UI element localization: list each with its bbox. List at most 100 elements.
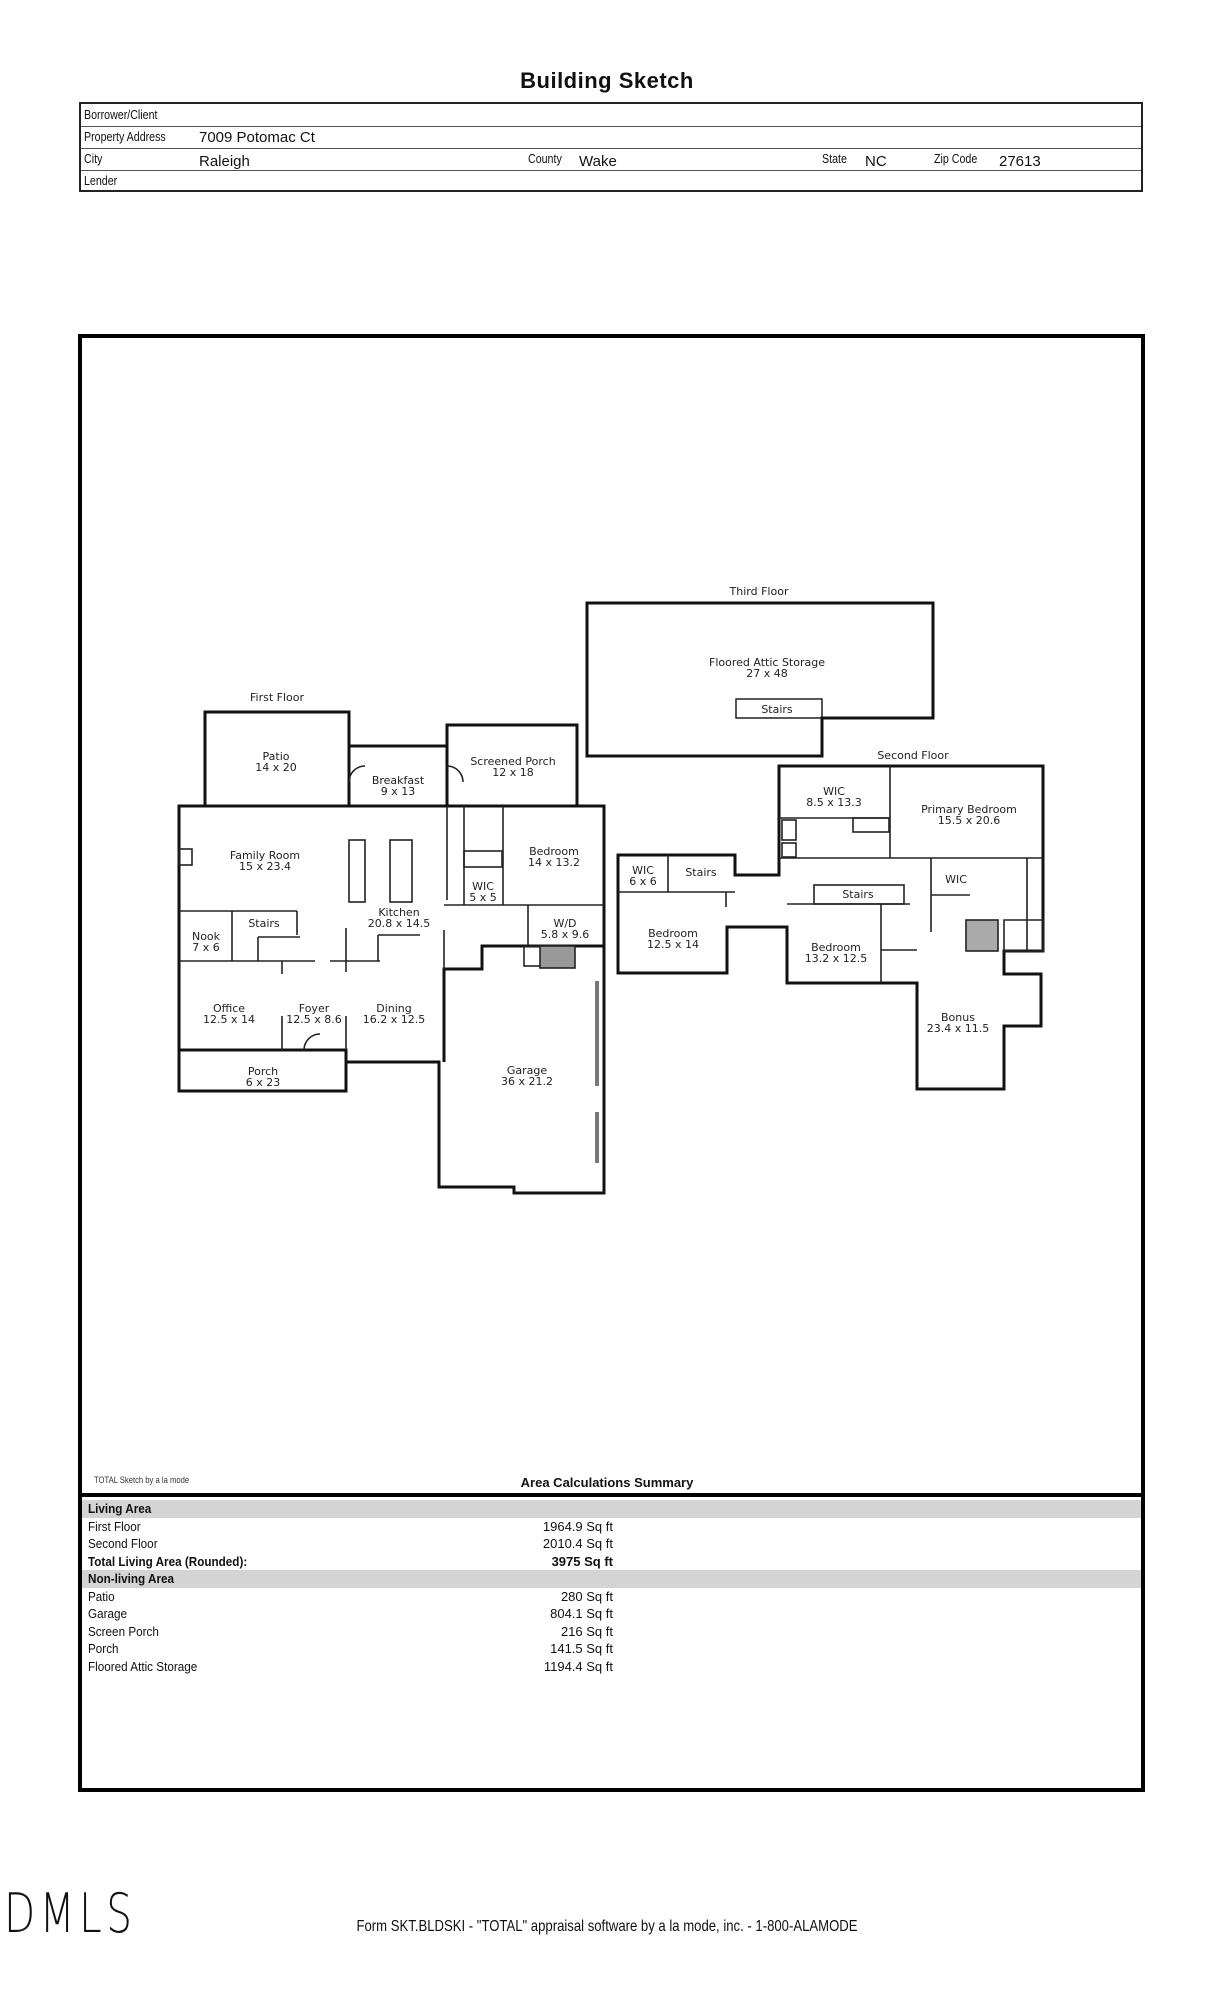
- room-dims: 12 x 18: [492, 766, 534, 779]
- zip-value: 27613: [999, 153, 1041, 170]
- area-value: 804.1 Sq ft: [550, 1606, 613, 1621]
- room-name: Stairs: [842, 888, 874, 901]
- room-dims: 6 x 23: [245, 1076, 281, 1089]
- living-area-header: Living Area: [82, 1500, 1141, 1518]
- address-value: 7009 Potomac Ct: [199, 129, 315, 146]
- room-dims: 20.8 x 14.5: [367, 917, 431, 930]
- room-name: Patio: [262, 750, 290, 763]
- room-dims: 9 x 13: [380, 785, 416, 798]
- first-floor-label: First Floor: [249, 691, 305, 704]
- area-name: Screen Porch: [88, 1623, 159, 1639]
- summary-row: Screen Porch 216 Sq ft: [82, 1623, 1141, 1641]
- room-dims: 8.5 x 13.3: [806, 796, 862, 809]
- porch-outline: [177, 1048, 348, 1093]
- room-name: Nook: [191, 930, 221, 943]
- room-dims: 14 x 20: [255, 761, 297, 774]
- city-row: City Raleigh County Wake State NC Zip Co…: [81, 148, 1141, 171]
- room-name: Foyer: [298, 1002, 330, 1015]
- state-value: NC: [865, 153, 887, 170]
- room-name: Primary Bedroom: [921, 803, 1017, 816]
- room-name: Porch: [247, 1065, 279, 1078]
- nonliving-area-header: Non-living Area: [82, 1570, 1141, 1588]
- room-stairs-second-b: Stairs: [842, 889, 873, 900]
- total-living-row: Total Living Area (Rounded):3975 Sq ft: [82, 1553, 1141, 1571]
- summary-divider: [78, 1493, 1145, 1497]
- area-value: 141.5 Sq ft: [550, 1641, 613, 1656]
- sketch-credit: TOTAL Sketch by a la mode: [94, 1475, 190, 1485]
- second-floor-walls: [616, 764, 1045, 1091]
- room-stairs-attic: Stairs: [761, 704, 792, 715]
- city-value: Raleigh: [199, 153, 250, 170]
- room-dims: 36 x 21.2: [501, 1075, 553, 1088]
- room-stairs-first: Stairs: [248, 918, 279, 929]
- county-value: Wake: [579, 153, 617, 170]
- zip-label: Zip Code: [934, 151, 978, 166]
- property-info-table: Borrower/Client Property Address 7009 Po…: [79, 102, 1143, 192]
- area-value: 1194.4 Sq ft: [543, 1658, 613, 1674]
- section-label: Living Area: [88, 1501, 152, 1516]
- form-footer: Form SKT.BLDSKI - "TOTAL" appraisal soft…: [356, 1918, 858, 1935]
- room-name: Garage: [506, 1064, 548, 1077]
- room-dims: 12.5 x 14: [647, 938, 699, 951]
- state-label: State: [822, 151, 847, 166]
- room-name: Family Room: [229, 849, 301, 862]
- second-floor-outline: [616, 764, 1045, 1091]
- garage-top-wall: [442, 944, 604, 1062]
- section-label: Non-living Area: [88, 1571, 175, 1586]
- area-value: 216 Sq ft: [560, 1623, 613, 1639]
- room-dims: 15.5 x 20.6: [937, 814, 1001, 827]
- first-floor-interior: [178, 765, 604, 1163]
- room-name: Stairs: [248, 917, 280, 930]
- attic-stairs: [735, 698, 823, 719]
- lender-row: Lender: [81, 170, 1141, 192]
- address-row: Property Address 7009 Potomac Ct: [81, 126, 1141, 149]
- dmls-logo: DMLS: [4, 1882, 137, 1945]
- room-dims: 23.4 x 11.5: [926, 1022, 990, 1035]
- room-dims: 12.5 x 14: [203, 1013, 255, 1026]
- room-dims: 6 x 6: [629, 875, 657, 888]
- area-name: Second Floor: [88, 1536, 158, 1551]
- room-name: Office: [212, 1002, 246, 1015]
- area-summary-title: Area Calculations Summary: [520, 1475, 694, 1490]
- room-name: W/D: [553, 917, 577, 930]
- address-label: Property Address: [84, 129, 166, 144]
- summary-row: Porch 141.5 Sq ft: [82, 1640, 1141, 1658]
- room-name: Breakfast: [371, 774, 425, 787]
- sketch-frame: [78, 334, 1145, 1792]
- area-value: 2010.4 Sq ft: [542, 1536, 613, 1551]
- room-name: Bedroom: [811, 941, 861, 954]
- room-name: Stairs: [685, 866, 717, 879]
- room-name: Bedroom: [648, 927, 698, 940]
- third-floor-label: Third Floor: [729, 585, 789, 598]
- summary-row: Second Floor 2010.4 Sq ft: [82, 1535, 1141, 1553]
- room-name: WIC: [945, 873, 967, 886]
- room-name: Bedroom: [529, 845, 579, 858]
- area-name: Porch: [88, 1641, 119, 1656]
- room-dims: 27 x 48: [746, 667, 788, 680]
- room-name: Bonus: [941, 1011, 975, 1024]
- second-floor-interior: [618, 766, 1044, 983]
- area-name: Total Living Area (Rounded):: [88, 1553, 248, 1569]
- room-name: Floored Attic Storage: [709, 656, 825, 669]
- room-dims: 12.5 x 8.6: [286, 1013, 342, 1026]
- room-dims: 5 x 5: [469, 891, 497, 904]
- room-dims: 5.8 x 9.6: [540, 928, 590, 941]
- area-name: Garage: [88, 1606, 128, 1621]
